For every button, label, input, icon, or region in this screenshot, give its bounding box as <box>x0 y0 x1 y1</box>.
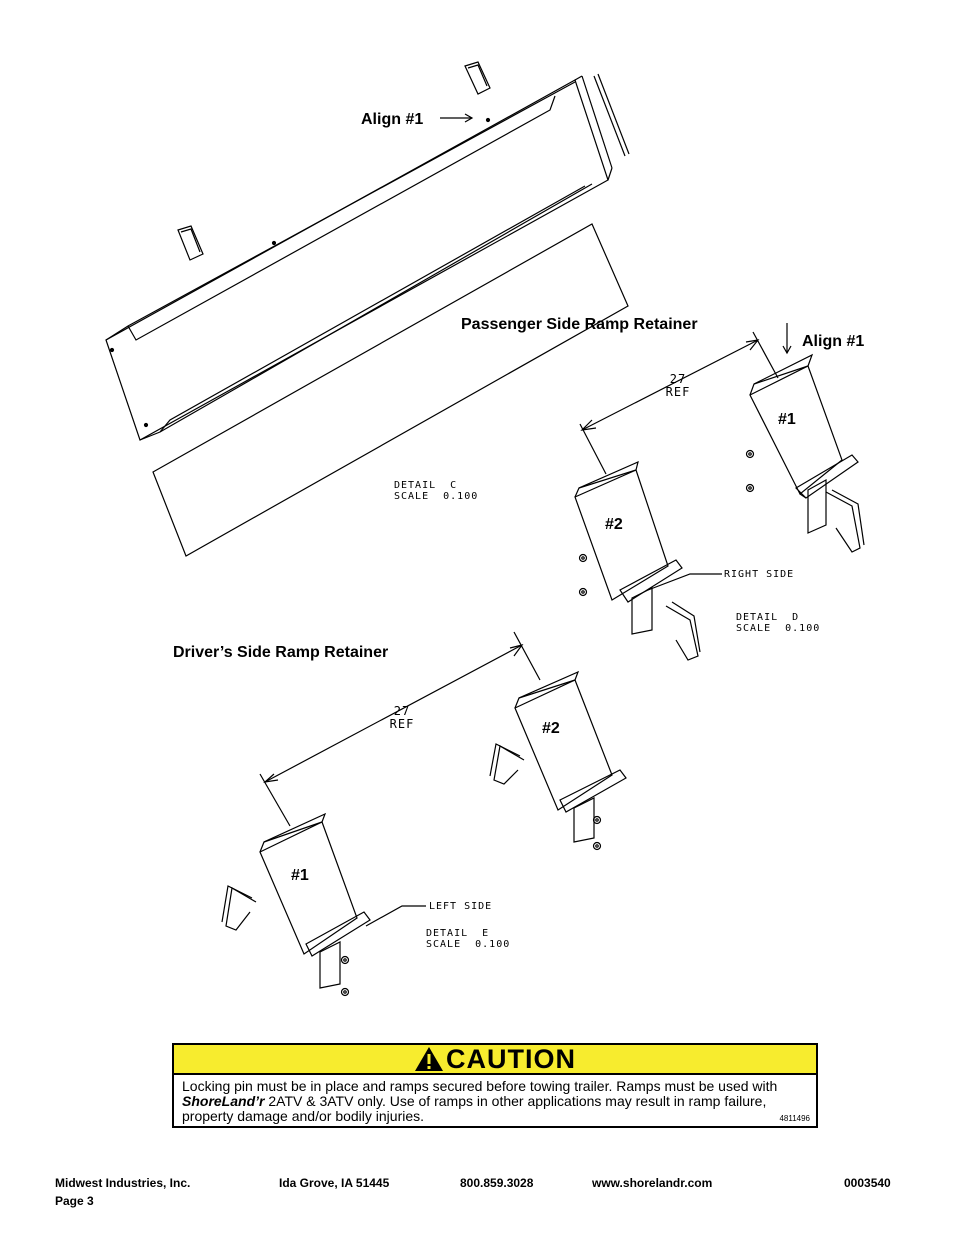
caution-text: Locking pin must be in place and ramps s… <box>174 1075 816 1124</box>
detail-e-note: DETAIL E SCALE 0.100 <box>426 928 511 950</box>
left-side-label: LEFT SIDE <box>429 901 493 912</box>
driver-dimension-label: 27 REF <box>384 705 420 731</box>
caution-box: CAUTION Locking pin must be in place and… <box>172 1043 818 1128</box>
caution-title: CAUTION <box>446 1043 576 1074</box>
passenger-side-title: Passenger Side Ramp Retainer <box>461 316 698 333</box>
align-arrow-right <box>782 323 792 355</box>
footer-doc-number: 0003540 <box>844 1176 891 1190</box>
passenger-part-2-label: #2 <box>605 516 623 533</box>
align-arrow-top <box>440 113 474 123</box>
caution-code: 4811496 <box>779 1114 810 1123</box>
footer-website: www.shorelandr.com <box>592 1176 713 1190</box>
driver-part-1-label: #1 <box>291 867 309 884</box>
caution-text-part1: Locking pin must be in place and ramps s… <box>182 1078 778 1094</box>
align-label-right: Align #1 <box>802 333 865 350</box>
drivers-side-title: Driver’s Side Ramp Retainer <box>173 644 389 661</box>
right-side-leader <box>647 573 722 591</box>
dimension-value: 27 <box>393 704 411 718</box>
detail-c-note: DETAIL C SCALE 0.100 <box>394 480 479 502</box>
left-side-leader <box>365 905 426 927</box>
driver-part-2-label: #2 <box>542 720 560 737</box>
dimension-value: 27 <box>669 372 687 386</box>
dimension-ref: REF <box>389 717 415 731</box>
locking-pin-top <box>464 61 491 95</box>
passenger-part-1-label: #1 <box>778 411 796 428</box>
end-rod <box>593 73 630 157</box>
right-side-label: RIGHT SIDE <box>724 569 795 580</box>
passenger-retainer-1 <box>745 353 865 553</box>
ramp-channel <box>105 75 613 441</box>
footer-phone: 800.859.3028 <box>460 1176 534 1190</box>
passenger-dimension-label: 27 REF <box>660 373 696 399</box>
driver-retainer-1 <box>221 812 371 997</box>
locking-pin-left <box>177 225 204 261</box>
footer-company: Midwest Industries, Inc. <box>55 1176 191 1190</box>
footer-page: Page 3 <box>55 1194 94 1208</box>
footer-address: Ida Grove, IA 51445 <box>279 1176 390 1190</box>
driver-retainer-2 <box>489 670 627 851</box>
ramp-plate <box>152 223 629 557</box>
caution-text-part2: 2ATV & 3ATV only. Use of ramps in other … <box>182 1093 767 1124</box>
align-label-top: Align #1 <box>361 111 424 128</box>
caution-header: CAUTION <box>174 1045 816 1075</box>
warning-triangle-icon <box>415 1047 443 1071</box>
dimension-ref: REF <box>665 385 691 399</box>
passenger-retainer-2 <box>574 460 701 661</box>
assembly-drawing <box>105 61 865 997</box>
passenger-dimension <box>579 331 779 475</box>
caution-brand: ShoreLand’r <box>182 1093 265 1109</box>
detail-d-note: DETAIL D SCALE 0.100 <box>736 612 821 634</box>
driver-dimension <box>259 631 541 827</box>
